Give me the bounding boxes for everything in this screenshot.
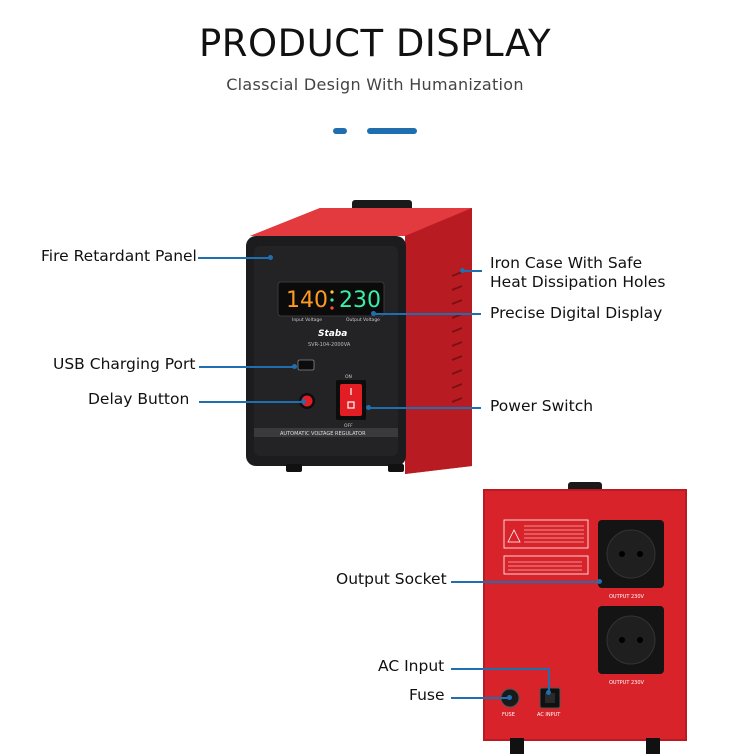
callout-fire-retardant-panel: Fire Retardant Panel — [41, 247, 197, 265]
switch-off-label: OFF — [344, 423, 353, 429]
callout-ac-input: AC Input — [378, 657, 445, 675]
callout-output-socket: Output Socket — [336, 570, 447, 588]
leader-dot — [268, 255, 273, 260]
leader-dot — [597, 579, 602, 584]
leader-line — [199, 366, 294, 368]
leader-line — [451, 668, 549, 670]
accent-dash-short — [333, 128, 347, 134]
leader-line — [199, 401, 303, 403]
ac-input-label: AC INPUT — [537, 712, 561, 718]
leader-line — [373, 313, 481, 315]
leader-line — [198, 257, 270, 259]
output-voltage-reading: 230 — [339, 288, 381, 313]
leader-dot — [507, 695, 512, 700]
brand-logo: Staba — [318, 329, 347, 339]
callout-fuse: Fuse — [409, 686, 445, 704]
leader-line — [462, 270, 482, 272]
leader-dot — [546, 690, 551, 695]
callout-delay-button: Delay Button — [88, 390, 190, 408]
callout-usb-charging-port: USB Charging Port — [53, 355, 196, 373]
input-voltage-caption: Input Voltage — [292, 317, 322, 323]
fuse-label: FUSE — [502, 712, 515, 718]
usb-port — [297, 359, 315, 371]
callout-iron-case-line1: Iron Case With Safe — [490, 254, 643, 272]
page-title: PRODUCT DISPLAY — [198, 22, 552, 65]
leader-dot — [301, 399, 306, 404]
output-label-1: OUTPUT 230V — [609, 594, 645, 600]
regulator-back-image: OUTPUT 230V OUTPUT 230V FUSE AC INPUT — [483, 482, 687, 754]
regulator-front-image: 140 230 Input Voltage Output Voltage Sta… — [246, 200, 472, 474]
model-number: SVR-104-2000VA — [308, 342, 351, 348]
callout-digital-display: Precise Digital Display — [490, 304, 663, 322]
leader-line — [368, 407, 481, 409]
accent-dash-long — [367, 128, 417, 134]
input-voltage-reading: 140 — [286, 288, 328, 313]
callout-iron-case-line2: Heat Dissipation Holes — [490, 273, 666, 291]
leader-line — [451, 697, 509, 699]
callout-power-switch: Power Switch — [490, 397, 594, 415]
output-label-2: OUTPUT 230V — [609, 680, 645, 686]
output-voltage-caption: Output Voltage — [346, 317, 380, 323]
power-switch — [340, 384, 362, 416]
regulator-strip-label: AUTOMATIC VOLTAGE REGULATOR — [280, 431, 366, 437]
page-subtitle: Classcial Design With Humanization — [226, 75, 524, 94]
leader-line-vertical — [548, 668, 550, 692]
leader-line — [451, 581, 599, 583]
heat-dissipation-holes — [451, 271, 463, 403]
switch-on-label: ON — [345, 374, 352, 380]
leader-dot — [292, 364, 297, 369]
